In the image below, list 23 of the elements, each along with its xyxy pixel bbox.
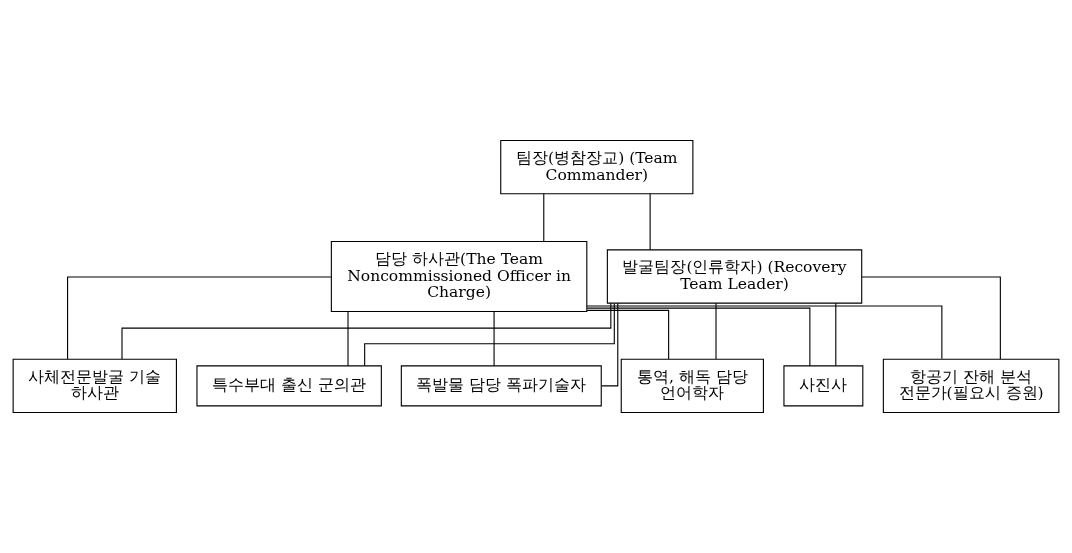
- connector: [586, 309, 670, 360]
- connector: [586, 307, 811, 367]
- connector: [347, 311, 349, 367]
- connector: [364, 302, 615, 367]
- node-box: 통역, 해독 담당 언어학자: [620, 358, 764, 414]
- connector: [715, 302, 717, 360]
- connector: [543, 193, 545, 242]
- connector: [493, 311, 495, 367]
- connector: [649, 193, 651, 251]
- node-box: 항공기 잔해 분석 전문가(필요시 증원): [882, 358, 1060, 414]
- connector: [586, 305, 943, 360]
- node-box: 사진사: [783, 365, 864, 407]
- node-box: 폭발물 담당 폭파기술자: [400, 365, 602, 407]
- node-box: 담당 하사관(The Team Noncommissioned Officer in Charge): [330, 240, 588, 313]
- node-box: 발굴팀장(인류학자) (Recovery Team Leader): [606, 249, 863, 304]
- connector: [835, 302, 837, 367]
- node-box: 팀장(병참장교) (Team Commander): [500, 139, 694, 195]
- connector: [861, 276, 1001, 360]
- node-box: 사체전문발굴 기술 하사관: [12, 358, 177, 414]
- connector: [67, 276, 332, 360]
- node-box: 특수부대 출신 군의관: [196, 365, 382, 407]
- connector: [121, 302, 612, 360]
- connector: [601, 302, 619, 387]
